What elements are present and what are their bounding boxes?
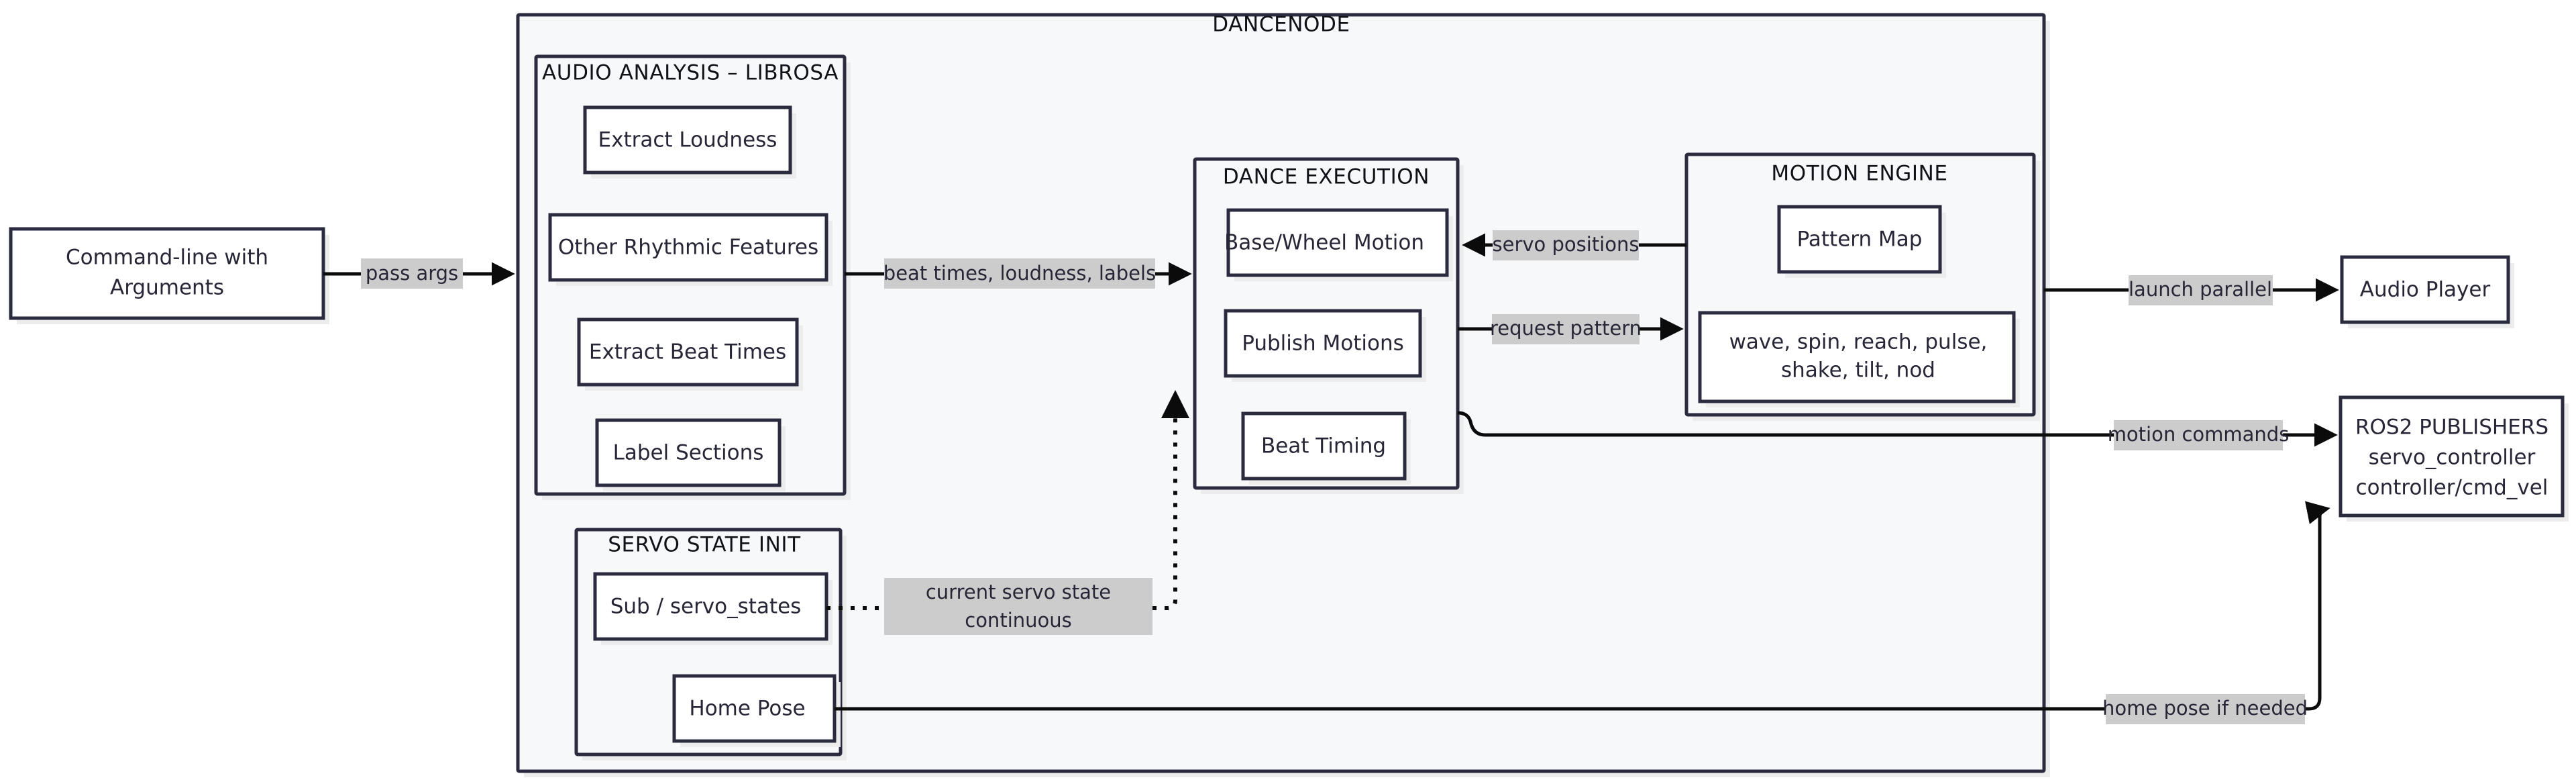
node-pattern-list[interactable] [1698, 311, 2016, 403]
servo-state-init-title: SERVO STATE INIT [608, 533, 801, 557]
node-ros2-publishers[interactable] [2339, 395, 2565, 518]
dance-execution-title: DANCE EXECUTION [1223, 165, 1430, 189]
edge-pass-args-label: pass args [366, 262, 458, 285]
edge-servo-positions-label: servo positions [1493, 233, 1640, 256]
command-line-label-line1: Command-line with [66, 246, 268, 270]
node-beat-timing[interactable] [1241, 411, 1407, 481]
node-command-line-with-arguments[interactable] [9, 227, 325, 320]
edge-motion-commands-label-bg [2114, 420, 2283, 450]
ros2-publishers-label-line1: ROS2 PUBLISHERS [2355, 415, 2548, 440]
pattern-list-label-line2: shake, tilt, nod [1781, 358, 1935, 383]
edge-current-servo-state-label-line2: continuous [965, 609, 1072, 632]
audio-analysis-title: AUDIO ANALYSIS – LIBROSA [542, 61, 839, 85]
pattern-list-label-line1: wave, spin, reach, pulse, [1729, 330, 1988, 354]
extract-beat-times-label: Extract Beat Times [589, 340, 786, 364]
label-sections-label: Label Sections [613, 441, 764, 465]
edge-pass-args-label-bg [361, 258, 463, 289]
node-label-sections[interactable] [595, 418, 782, 487]
motion-engine-title: MOTION ENGINE [1771, 162, 1947, 186]
ros2-publishers-label-line3: controller/cmd_vel [2356, 476, 2548, 500]
audio-player-label: Audio Player [2360, 278, 2491, 302]
edge-current-servo-state-line [826, 390, 1189, 610]
node-audio-player[interactable] [2340, 255, 2510, 324]
edge-motion-commands-label: motion commands [2108, 423, 2290, 446]
command-line-label-line2: Arguments [110, 276, 224, 300]
edge-beat-times-label-bg [884, 258, 1155, 289]
sub-servo-states-label: Sub / servo_states [610, 595, 802, 619]
node-other-rhythmic-features[interactable] [548, 213, 828, 282]
edge-current-servo-state-label-bg [884, 578, 1152, 635]
home-pose-label: Home Pose [689, 697, 805, 721]
edge-request-pattern-label-bg [1492, 314, 1640, 344]
edge-launch-parallel-label-bg [2129, 275, 2273, 305]
edge-beat-times-label: beat times, loudness, labels [883, 262, 1156, 285]
edge-servo-positions-label-bg [1493, 230, 1639, 260]
node-sub-servo-states[interactable] [593, 572, 828, 641]
dancenode-title: DANCENODE [1212, 13, 1350, 37]
node-publish-motions[interactable] [1224, 309, 1422, 378]
edge-request-pattern-label: request pattern [1490, 317, 1642, 340]
node-home-pose[interactable] [672, 674, 837, 743]
edge-home-pose-label: home pose if needed [2102, 697, 2308, 720]
node-extract-beat-times[interactable] [577, 317, 799, 387]
node-pattern-map[interactable] [1777, 205, 1942, 274]
publish-motions-label: Publish Motions [1242, 332, 1404, 356]
node-extract-loudness[interactable] [583, 105, 792, 175]
base-wheel-motion-label: Base/Wheel Motion [1224, 231, 1424, 255]
pattern-map-label: Pattern Map [1797, 228, 1923, 252]
extract-loudness-label: Extract Loudness [598, 128, 777, 152]
node-base-wheel-motion[interactable] [1226, 208, 1449, 277]
edge-home-pose-label-bg [2106, 694, 2305, 724]
edge-motion-commands-line [1457, 411, 2338, 447]
other-rhythmic-features-label: Other Rhythmic Features [558, 236, 818, 260]
edge-current-servo-state-label-line1: current servo state [926, 581, 1111, 603]
edge-launch-parallel-label: launch parallel [2129, 278, 2272, 301]
ros2-publishers-label-line2: servo_controller [2369, 446, 2536, 470]
edge-home-pose-line [835, 501, 2330, 711]
beat-timing-label: Beat Timing [1261, 434, 1386, 458]
